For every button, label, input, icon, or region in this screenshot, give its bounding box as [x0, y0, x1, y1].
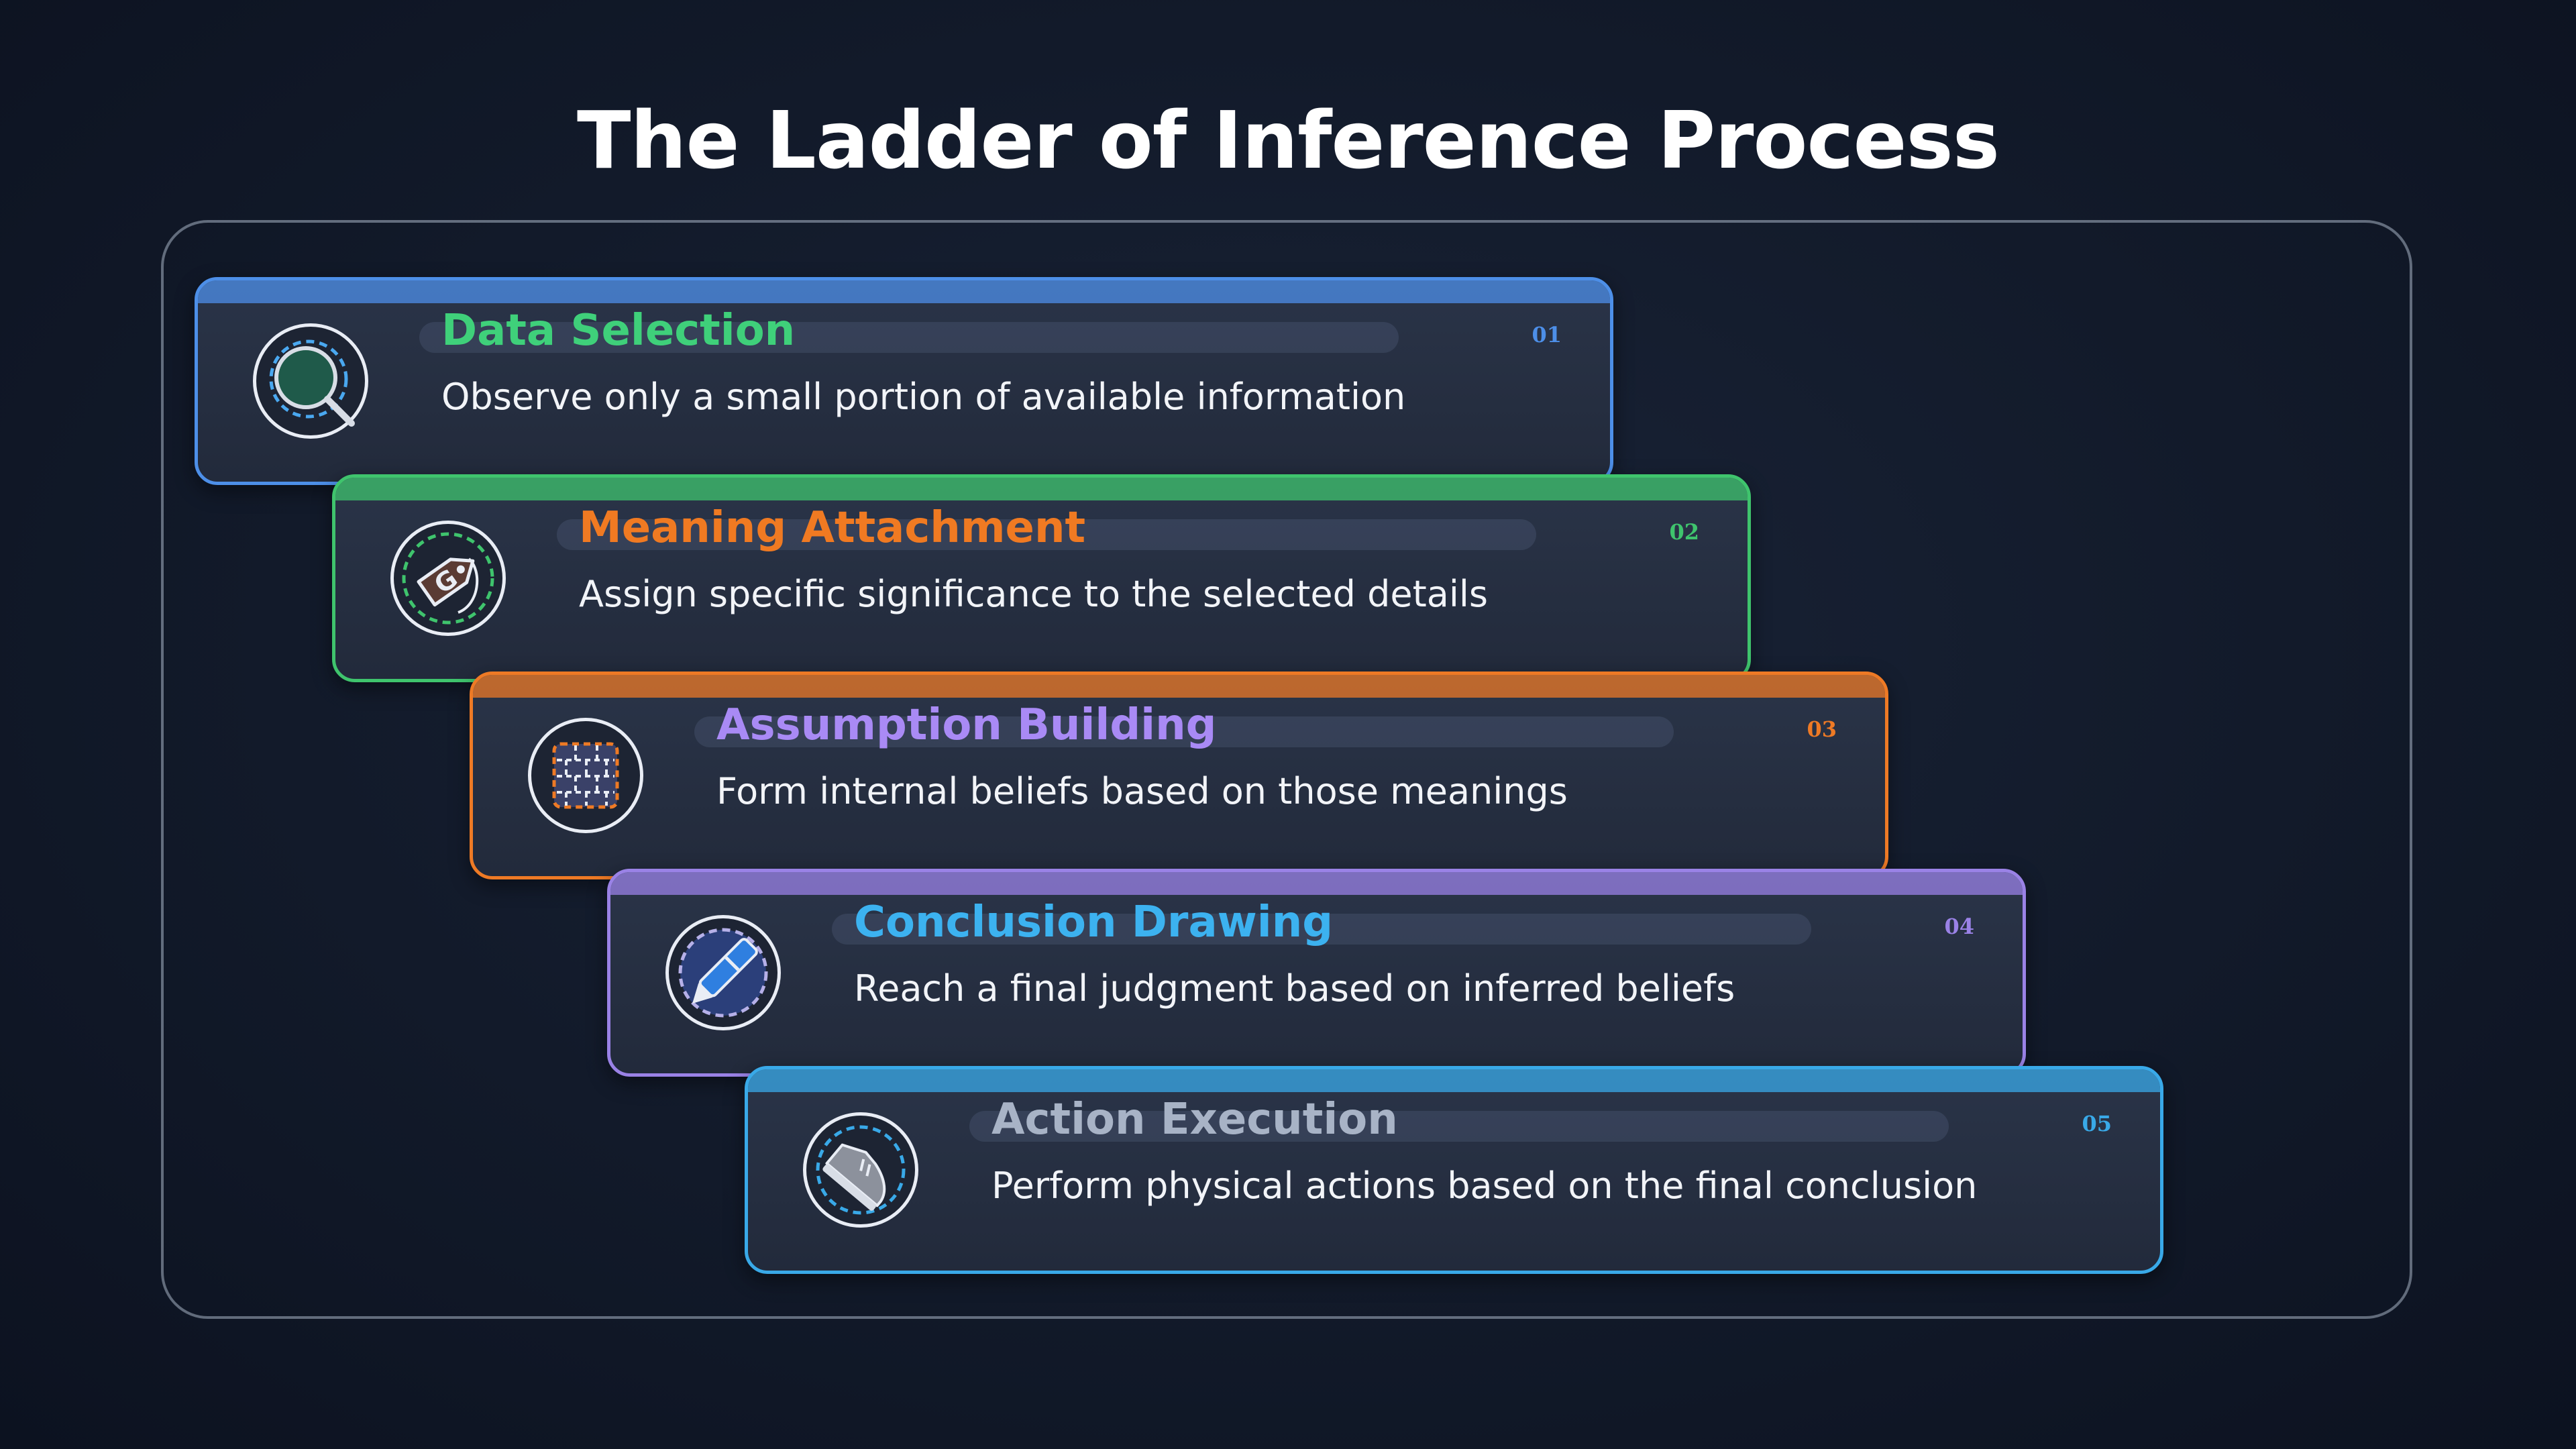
magnifier-icon — [253, 323, 368, 439]
heading-track — [557, 519, 1536, 550]
step-description: Observe only a small portion of availabl… — [441, 376, 1406, 418]
step-description: Form internal beliefs based on those mea… — [716, 770, 1568, 812]
ladder-frame — [161, 220, 2412, 1319]
step-card-conclusion-drawing: Conclusion Drawing Reach a final judgmen… — [607, 869, 2026, 1077]
step-heading: Conclusion Drawing — [854, 898, 1334, 947]
heading-track — [969, 1111, 1949, 1142]
step-number: 01 — [1532, 322, 1562, 347]
shoe-icon — [803, 1112, 918, 1228]
step-number: 05 — [2082, 1111, 2112, 1136]
tag-icon: G — [390, 521, 506, 636]
step-top-bar — [198, 280, 1610, 303]
step-heading: Data Selection — [441, 306, 796, 356]
step-top-bar — [610, 872, 2023, 895]
step-card-data-selection: Data Selection Observe only a small port… — [195, 277, 1613, 485]
heading-track — [832, 914, 1811, 945]
step-heading: Assumption Building — [716, 700, 1217, 750]
step-heading: Action Execution — [991, 1095, 1398, 1144]
step-number: 04 — [1944, 914, 1974, 939]
step-number: 02 — [1669, 519, 1699, 545]
step-top-bar — [335, 478, 1748, 500]
step-card-assumption-building: Assumption Building Form internal belief… — [470, 672, 1888, 879]
step-top-bar — [748, 1069, 2160, 1092]
step-description: Reach a final judgment based on inferred… — [854, 967, 1735, 1010]
step-card-action-execution: Action Execution Perform physical action… — [745, 1066, 2163, 1274]
step-card-meaning-attachment: G Meaning Attachment Assign specific sig… — [332, 474, 1751, 682]
step-heading: Meaning Attachment — [579, 503, 1086, 553]
step-description: Perform physical actions based on the fi… — [991, 1165, 1978, 1207]
step-description: Assign specific significance to the sele… — [579, 573, 1488, 615]
heading-track — [694, 716, 1674, 747]
brick-wall-icon — [528, 718, 643, 833]
step-number: 03 — [1807, 716, 1837, 742]
heading-track — [419, 322, 1399, 353]
page-title: The Ladder of Inference Process — [577, 94, 2000, 186]
step-top-bar — [473, 675, 1885, 698]
pen-icon — [665, 915, 781, 1030]
